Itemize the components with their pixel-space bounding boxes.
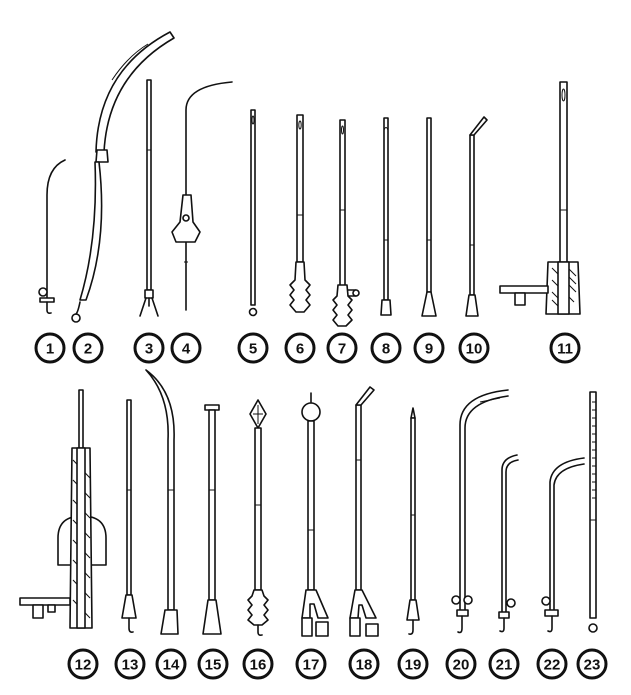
number-text: 13 (122, 657, 139, 674)
number-circle (326, 332, 358, 364)
instrument-20 (451, 389, 509, 634)
number-circle (576, 648, 608, 680)
number-text: 18 (356, 657, 373, 674)
instrument-3 (139, 79, 159, 317)
number-circle (445, 648, 477, 680)
number-label-17: 17 (295, 648, 327, 680)
number-circle (72, 332, 104, 364)
number-label-5: 5 (237, 332, 269, 364)
number-label-2: 2 (72, 332, 104, 364)
number-label-13: 13 (114, 648, 146, 680)
instrument-5 (248, 109, 258, 317)
number-circle (488, 648, 520, 680)
number-circle (133, 332, 165, 364)
number-circle (348, 648, 380, 680)
instrument-10 (465, 116, 488, 317)
number-text: 17 (303, 657, 320, 674)
number-circle (170, 332, 202, 364)
number-circle (67, 648, 99, 680)
number-circle (549, 332, 581, 364)
instrument-22 (541, 457, 585, 633)
number-label-18: 18 (348, 648, 380, 680)
number-label-9: 9 (413, 332, 445, 364)
number-label-19: 19 (397, 648, 429, 680)
instrument-7 (332, 119, 360, 327)
instrument-2 (71, 31, 175, 323)
number-text: 14 (163, 657, 180, 674)
number-text: 10 (466, 341, 483, 358)
number-label-12: 12 (67, 648, 99, 680)
instrument-4 (171, 81, 233, 311)
number-circle (397, 648, 429, 680)
number-text: 9 (425, 341, 433, 358)
number-circle (536, 648, 568, 680)
number-text: 12 (75, 657, 92, 674)
instrument-13 (121, 399, 137, 633)
instrument-12 (19, 389, 107, 629)
number-text: 3 (145, 341, 153, 358)
instrument-23 (588, 391, 598, 633)
number-circle (242, 648, 274, 680)
number-text: 16 (250, 657, 267, 674)
number-text: 15 (205, 657, 222, 674)
number-label-7: 7 (326, 332, 358, 364)
instrument-16 (247, 399, 269, 636)
number-label-4: 4 (170, 332, 202, 364)
instrument-19 (406, 407, 420, 635)
instrument-21 (498, 454, 519, 633)
number-circle (458, 332, 490, 364)
number-circle (197, 648, 229, 680)
number-circle (114, 648, 146, 680)
instrument-17 (301, 392, 329, 637)
instrument-6 (289, 114, 311, 313)
number-label-6: 6 (284, 332, 316, 364)
number-label-22: 22 (536, 648, 568, 680)
number-circle (237, 332, 269, 364)
number-text: 20 (453, 657, 470, 674)
number-text: 22 (544, 657, 561, 674)
instrument-14 (145, 369, 179, 635)
number-label-3: 3 (133, 332, 165, 364)
number-label-21: 21 (488, 648, 520, 680)
number-label-15: 15 (197, 648, 229, 680)
instrument-18 (349, 386, 379, 637)
number-circle (295, 648, 327, 680)
number-text: 1 (46, 341, 54, 358)
number-text: 4 (182, 341, 191, 358)
number-label-14: 14 (155, 648, 187, 680)
number-text: 19 (405, 657, 422, 674)
instrument-15 (202, 404, 222, 635)
instrument-1 (38, 159, 66, 314)
number-text: 11 (557, 341, 573, 358)
number-text: 21 (496, 657, 513, 674)
number-text: 7 (338, 341, 346, 358)
number-circle (370, 332, 402, 364)
number-text: 5 (249, 341, 257, 358)
number-circle (155, 648, 187, 680)
number-circle (413, 332, 445, 364)
number-label-16: 16 (242, 648, 274, 680)
number-text: 6 (296, 341, 304, 358)
number-label-1: 1 (34, 332, 66, 364)
instrument-11 (499, 81, 581, 315)
number-label-20: 20 (445, 648, 477, 680)
number-text: 2 (84, 341, 92, 358)
number-text: 8 (382, 341, 390, 358)
number-label-11: 11 (549, 332, 581, 364)
number-label-8: 8 (370, 332, 402, 364)
instrument-9 (421, 117, 437, 317)
instrument-8 (380, 117, 392, 316)
number-text: 23 (584, 657, 601, 674)
number-circle (284, 332, 316, 364)
number-circle (34, 332, 66, 364)
number-label-10: 10 (458, 332, 490, 364)
number-label-23: 23 (576, 648, 608, 680)
